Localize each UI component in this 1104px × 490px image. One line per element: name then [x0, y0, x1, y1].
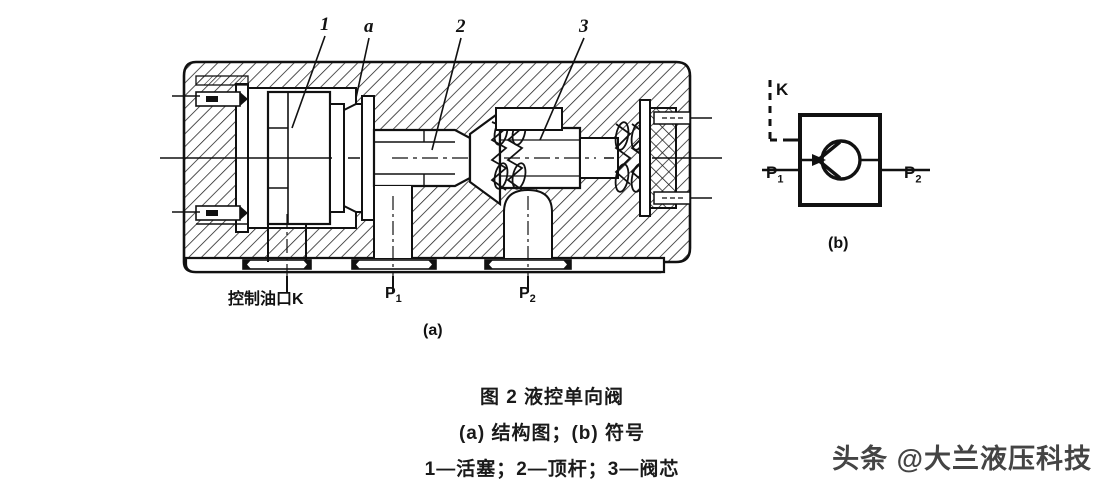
- callout-label-3: 3: [579, 16, 589, 37]
- cap-top-strip: [195, 75, 249, 86]
- figure-subtitle: (a) 结构图；(b) 符号: [458, 423, 646, 444]
- poppet-upper-pocket: [495, 107, 563, 131]
- left-plug-upper: [172, 91, 248, 107]
- symbol-check-ball: [820, 139, 862, 181]
- p1-port-letter: P: [385, 285, 396, 302]
- symbol-p2-letter: P: [904, 163, 916, 182]
- symbol-p1-sub: 1: [777, 173, 784, 186]
- control-port-label: 控制油口K: [228, 291, 304, 308]
- symbol-p1-letter: P: [766, 163, 778, 182]
- callout-label-1: 1: [320, 14, 330, 35]
- control-port-passage: [267, 224, 307, 262]
- subfigure-a-label: (a): [423, 322, 443, 339]
- port-tick-marks: [286, 276, 529, 292]
- watermark: 头条 @大兰液压科技: [832, 444, 1092, 474]
- symbol-diagram: [762, 80, 930, 207]
- callout-label-2: 2: [456, 16, 466, 37]
- left-plug-lower: [172, 205, 248, 225]
- symbol-p2-label: P2: [904, 163, 921, 185]
- callout-label-a: a: [364, 16, 374, 37]
- subfigure-b-label: (b): [828, 235, 849, 252]
- symbol-pilot-label-k: K: [776, 80, 789, 99]
- seal-grooves: [242, 259, 572, 270]
- symbol-pilot-line: [768, 80, 800, 142]
- p1-port-sub: 1: [395, 293, 402, 306]
- symbol-p2-sub: 2: [915, 173, 922, 186]
- figure-legend: 1—活塞；2—顶杆；3—阀芯: [424, 459, 680, 480]
- callout-leaders: [291, 35, 585, 151]
- p2-port-letter: P: [519, 285, 530, 302]
- p2-port-label: P2: [519, 285, 536, 305]
- p1-port-label: P1: [385, 285, 402, 305]
- figure-title: 图 2 液控单向阀: [479, 387, 625, 408]
- p2-port-sub: 2: [529, 293, 536, 306]
- port-centerlines: [286, 196, 529, 288]
- symbol-p1-label: P1: [766, 163, 783, 185]
